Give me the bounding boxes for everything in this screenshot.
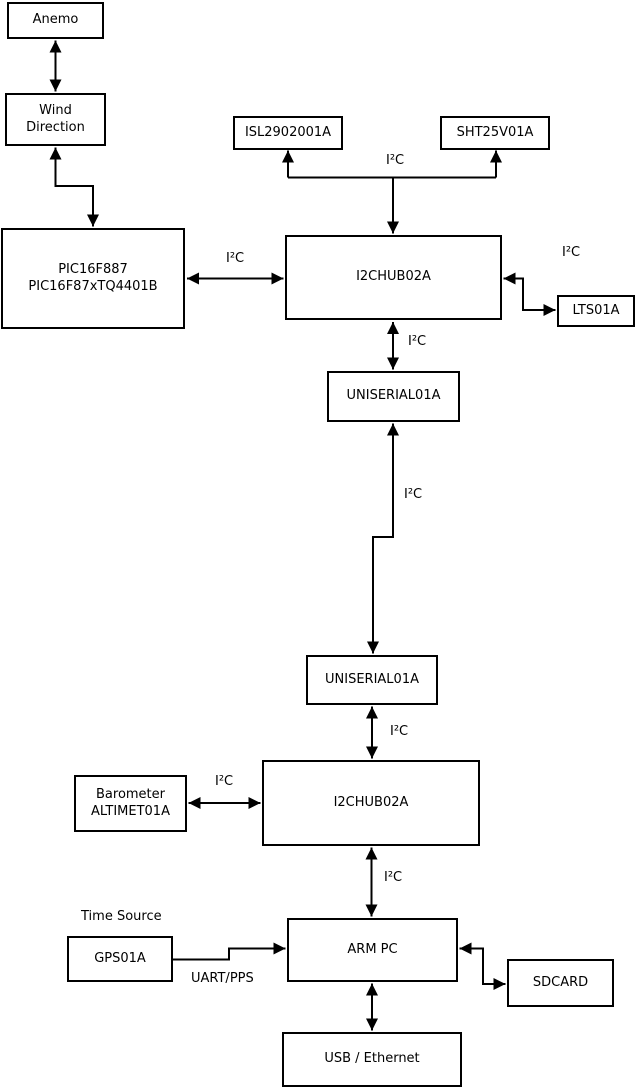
i2c-label-sensor-bus: I²C	[386, 153, 405, 168]
box-anemo: Anemo	[7, 2, 104, 39]
i2c-label-barometer-link: I²C	[215, 774, 234, 789]
box-arm-pc: ARM PC	[287, 918, 458, 982]
connector-i2chub-lts	[503, 272, 556, 316]
box-gps01a: GPS01A	[67, 936, 173, 982]
connector-armpc-sdcard	[459, 942, 506, 990]
connector-gps-armpc	[173, 942, 286, 961]
i2c-label-uniserial-hub2: I²C	[390, 724, 409, 739]
connector-wind-pic	[49, 147, 99, 227]
box-isl2902001a: ISL2902001A	[233, 116, 343, 150]
i2c-label-hub-uniserial: I²C	[408, 334, 427, 349]
box-lts01a: LTS01A	[557, 295, 635, 327]
i2c-label-hub2-armpc: I²C	[384, 870, 403, 885]
i2c-label-pic-link: I²C	[226, 251, 245, 266]
box-barometer-altimet01a: Barometer ALTIMET01A	[74, 775, 187, 832]
box-pic16f887: PIC16F887 PIC16F87xTQ4401B	[1, 228, 185, 329]
connector-i2chub-sensors	[282, 150, 502, 234]
connector-uniserial-uniserial	[367, 423, 399, 654]
box-uniserial01a-lower: UNISERIAL01A	[306, 655, 438, 705]
box-sdcard: SDCARD	[507, 959, 614, 1007]
box-sht25v01a: SHT25V01A	[440, 116, 550, 150]
box-wind-direction: Wind Direction	[5, 93, 106, 146]
uart-pps-label: UART/PPS	[191, 971, 254, 986]
time-source-label: Time Source	[81, 909, 162, 924]
box-usb-ethernet: USB / Ethernet	[282, 1032, 462, 1087]
i2c-label-lts-link: I²C	[562, 245, 581, 260]
box-i2chub02a-top: I2CHUB02A	[285, 235, 502, 320]
i2c-label-long-link: I²C	[404, 487, 423, 502]
box-i2chub02a-bottom: I2CHUB02A	[262, 760, 480, 846]
box-uniserial01a-upper: UNISERIAL01A	[327, 371, 460, 422]
